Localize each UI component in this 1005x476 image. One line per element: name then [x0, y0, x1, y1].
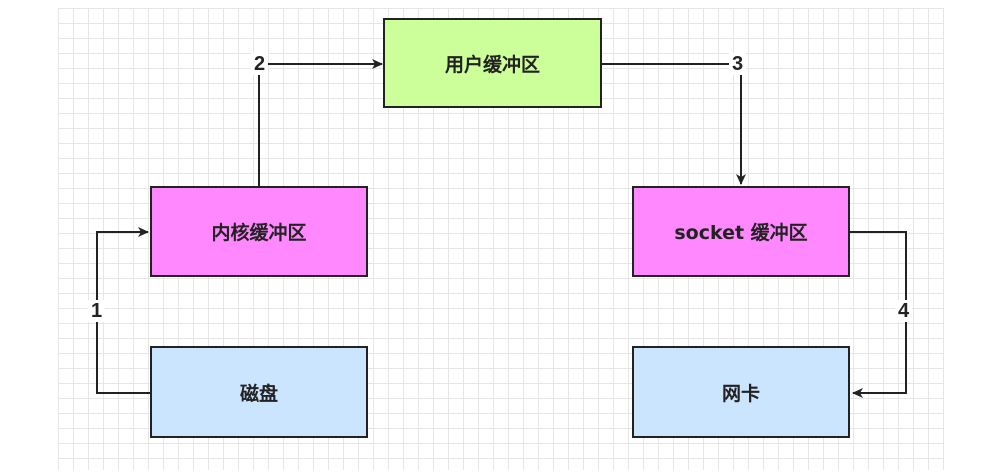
edge-3-user-to-socket: [601, 63, 746, 185]
node-disk-label: 磁盘: [239, 382, 278, 405]
node-disk: 磁盘: [150, 346, 368, 438]
edge-label-4: 4: [895, 300, 913, 322]
node-socket-buffer: socket 缓冲区: [632, 186, 850, 277]
edge-label-2: 2: [251, 53, 269, 75]
node-nic-label: 网卡: [721, 382, 760, 405]
node-kernel-buffer: 内核缓冲区: [150, 186, 368, 277]
node-socket-buffer-label: socket 缓冲区: [674, 222, 808, 244]
node-user-buffer: 用户缓冲区: [383, 18, 602, 108]
node-user-buffer-label: 用户缓冲区: [444, 53, 540, 76]
node-kernel-buffer-label: 内核缓冲区: [211, 222, 307, 244]
edge-label-3: 3: [729, 53, 747, 75]
edge-label-1: 1: [88, 300, 106, 322]
edge-2-kernel-to-user: [258, 59, 383, 186]
node-nic: 网卡: [632, 346, 850, 438]
